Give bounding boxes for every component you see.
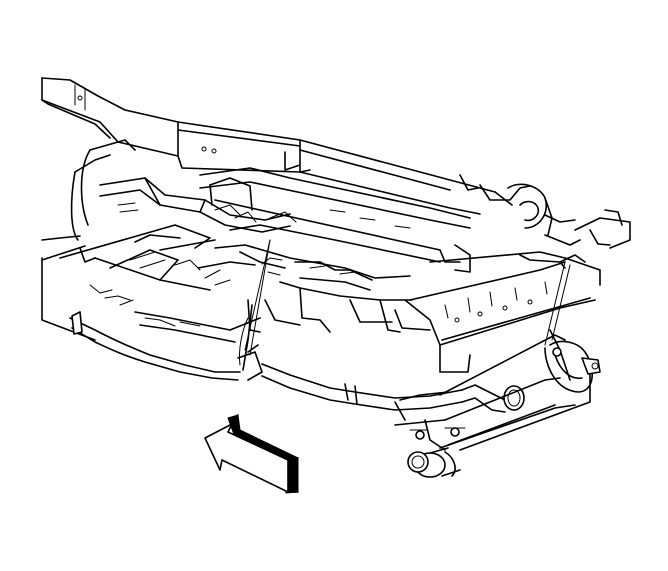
heat-shield-panel	[379, 209, 631, 373]
muffler	[394, 329, 601, 478]
frame-side-rail-left	[41, 77, 553, 236]
direction-arrow-icon	[204, 414, 299, 494]
leader-lines	[244, 239, 571, 356]
frame-side-rail-left-lower	[41, 139, 136, 261]
exhaust-pipe-assembly	[69, 304, 525, 413]
frame-crossmember-front	[99, 177, 297, 233]
frame-center-crossmember	[197, 167, 471, 333]
